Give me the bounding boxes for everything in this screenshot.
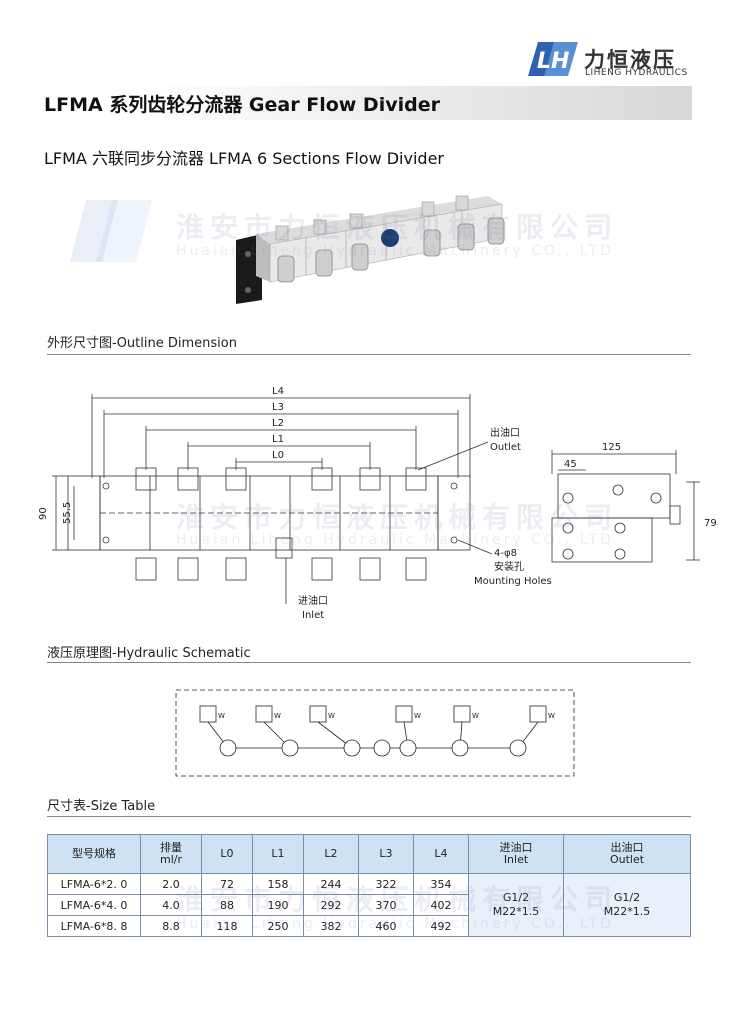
- dim-L0: L0: [272, 450, 284, 461]
- section-table-title: 尺寸表-Size Table: [47, 799, 156, 814]
- brand-name-cn: 力恒液压: [584, 48, 676, 72]
- section-divider-3: [47, 816, 691, 817]
- watermark-logo-icon: [70, 200, 152, 262]
- th-L1: L1: [252, 834, 304, 874]
- liheng-logo-icon: LH: [528, 42, 578, 76]
- valve-label-2: W: [274, 712, 281, 720]
- dim-L3: L3: [272, 402, 284, 413]
- holes-spec: 4-φ8: [494, 548, 517, 559]
- page-title: LFMA 系列齿轮分流器 Gear Flow Divider: [44, 94, 440, 116]
- watermark-company-cn-3: 淮安市力恒液压机械有限公司: [176, 883, 619, 916]
- section-schematic-title: 液压原理图-Hydraulic Schematic: [47, 646, 251, 661]
- title-bar: [0, 86, 692, 120]
- dim-125: 125: [602, 442, 621, 453]
- outline-drawing: L4 L3 L2 L1 L0 90 55.5 125 45 79 出油口 Out…: [38, 386, 717, 621]
- th-L2: L2: [303, 834, 359, 874]
- svg-text:LH: LH: [537, 49, 569, 74]
- section-outline-title: 外形尺寸图-Outline Dimension: [47, 336, 237, 351]
- watermark-company-cn: 淮安市力恒液压机械有限公司: [176, 211, 619, 244]
- th-L4: L4: [413, 834, 469, 874]
- holes-label-en: Mounting Holes: [474, 576, 552, 587]
- valve-label-6: W: [548, 712, 555, 720]
- th-L0: L0: [201, 834, 253, 874]
- product-photo: [236, 195, 505, 304]
- watermark-company-en: Huaian Liheng Hydraulic Machinery CO., L…: [176, 243, 614, 259]
- inlet-label-en: Inlet: [302, 610, 324, 621]
- watermark-company-en-2: Huaian Liheng Hydraulic Machinery CO., L…: [176, 532, 614, 548]
- th-model: 型号规格: [47, 834, 141, 874]
- brand-name-en: LIHENG HYDRAULICS: [585, 68, 688, 78]
- holes-label-cn: 安装孔: [494, 560, 524, 573]
- watermark-company-cn-2: 淮安市力恒液压机械有限公司: [176, 501, 619, 534]
- section-divider-2: [47, 662, 691, 663]
- dim-L4: L4: [272, 386, 284, 397]
- outlet-label-en: Outlet: [490, 442, 521, 453]
- page-subtitle: LFMA 六联同步分流器 LFMA 6 Sections Flow Divide…: [44, 149, 444, 168]
- valve-label-3: W: [328, 712, 335, 720]
- dim-90: 90: [38, 507, 49, 520]
- section-divider: [47, 354, 691, 355]
- dim-L2: L2: [272, 418, 284, 429]
- th-L3: L3: [358, 834, 414, 874]
- dim-45: 45: [564, 459, 577, 470]
- dim-79: 79: [704, 518, 717, 529]
- dim-55: 55.5: [62, 502, 73, 524]
- valve-label-1: W: [218, 712, 225, 720]
- outlet-label-cn: 出油口: [490, 426, 520, 439]
- valve-label-4: W: [414, 712, 421, 720]
- watermark-company-en-3: Huaian Liheng Hydraulic Machinery CO., L…: [176, 916, 614, 932]
- valve-label-5: W: [472, 712, 479, 720]
- hydraulic-schematic: W W W W W W: [175, 689, 575, 777]
- dim-L1: L1: [272, 434, 284, 445]
- inlet-label-cn: 进油口: [298, 594, 328, 607]
